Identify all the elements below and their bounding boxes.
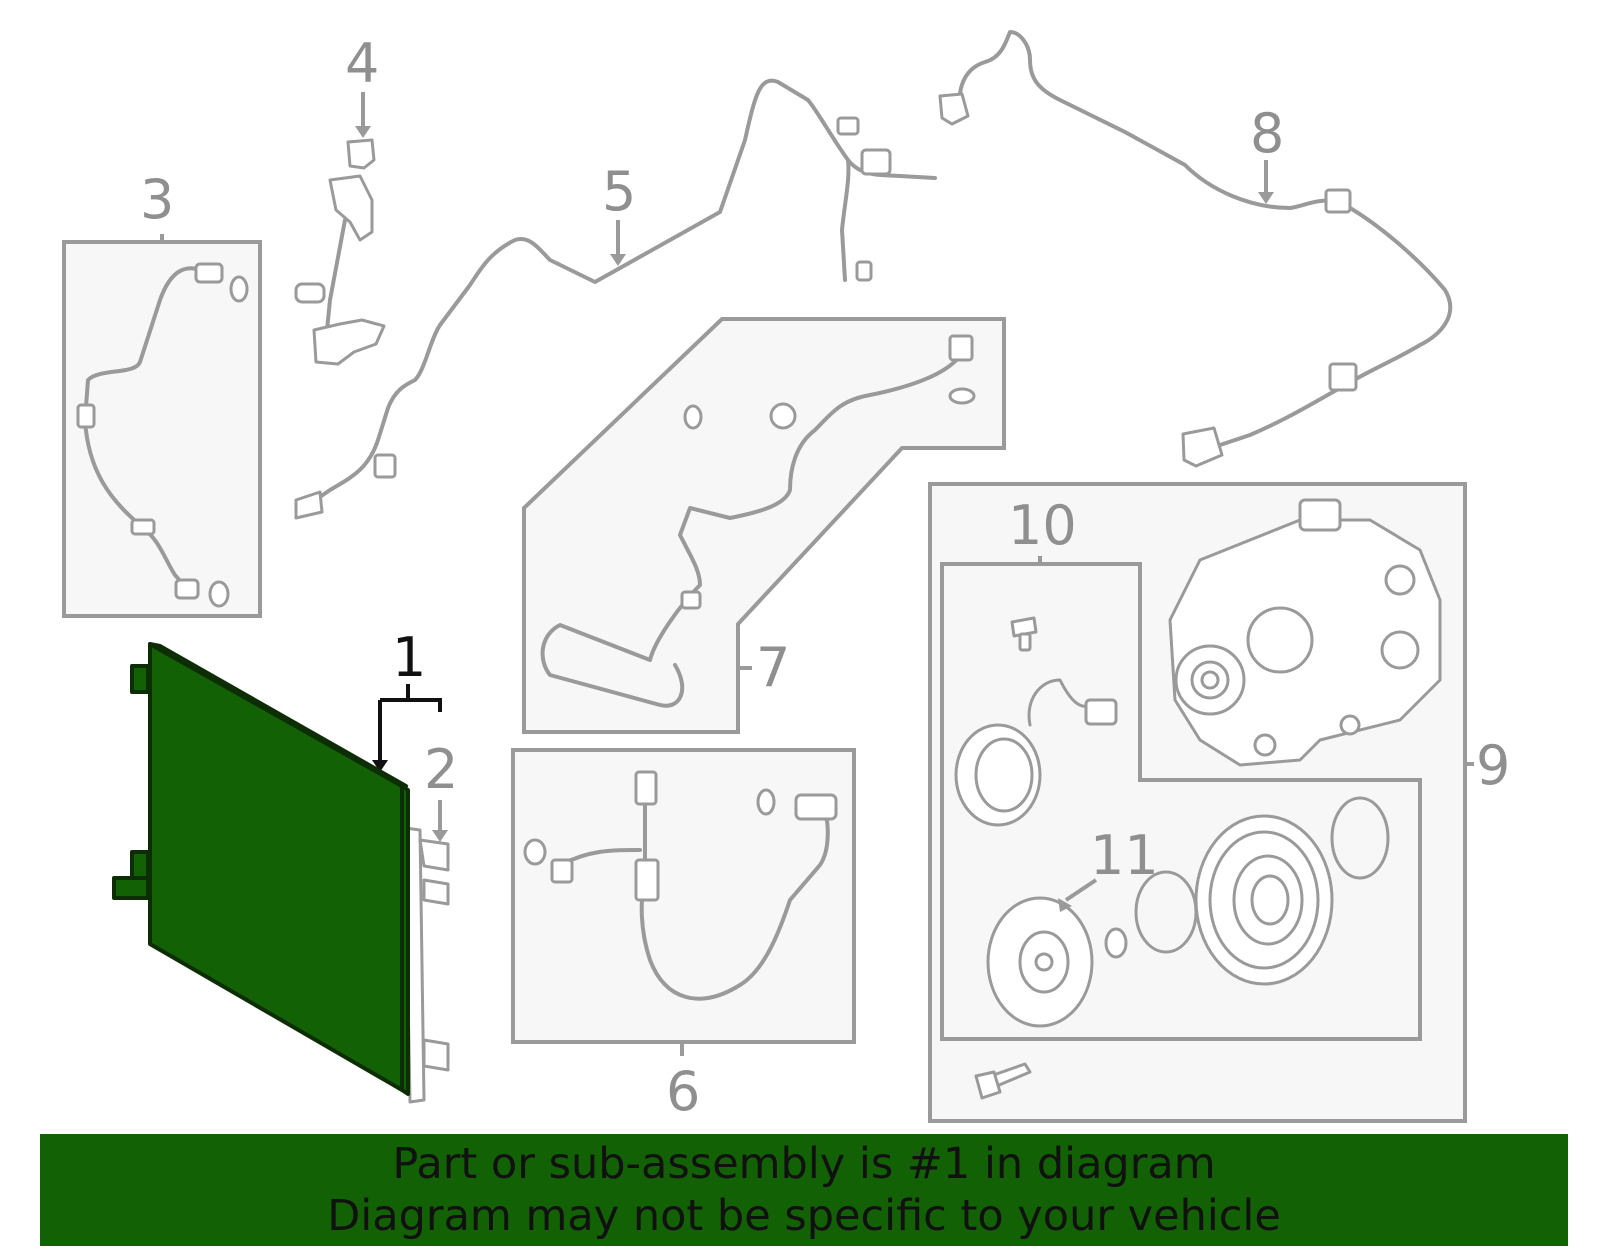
- callout-10: 10: [1008, 494, 1077, 557]
- part-6-group[interactable]: 6: [511, 748, 856, 1123]
- callout-4: 4: [345, 32, 379, 95]
- part-3-group[interactable]: 3: [62, 168, 262, 618]
- compressor: [1168, 498, 1442, 767]
- banner-line-2: Diagram may not be specific to your vehi…: [327, 1191, 1281, 1241]
- part-5-group[interactable]: 5: [294, 78, 937, 520]
- part-7-group[interactable]: 7: [522, 317, 1006, 734]
- part-9-group[interactable]: 9 10: [928, 482, 1510, 1123]
- part-5-line: [296, 78, 937, 514]
- part-1-group[interactable]: 1: [112, 626, 442, 1096]
- part-7-box: [522, 317, 1006, 734]
- callout-11: 11: [1090, 824, 1159, 887]
- part-7-hose: [540, 346, 967, 708]
- part-4-group[interactable]: 4: [294, 32, 386, 366]
- part-8-group[interactable]: 8: [938, 30, 1453, 468]
- info-banner: Part or sub-assembly is #1 in diagram Di…: [40, 1134, 1568, 1246]
- callout-8: 8: [1250, 102, 1284, 165]
- part-2-group[interactable]: 2: [403, 738, 458, 1104]
- callout-1: 1: [392, 626, 426, 689]
- part-6-hose: [639, 778, 830, 1001]
- callout-3: 3: [140, 168, 174, 231]
- callout-2: 2: [424, 738, 458, 801]
- part-8-hose: [957, 30, 1453, 452]
- callout-5: 5: [602, 160, 636, 223]
- banner-line-1: Part or sub-assembly is #1 in diagram: [392, 1139, 1216, 1189]
- callout-6: 6: [666, 1060, 700, 1123]
- callout-9: 9: [1476, 734, 1510, 797]
- callout-7: 7: [756, 636, 790, 699]
